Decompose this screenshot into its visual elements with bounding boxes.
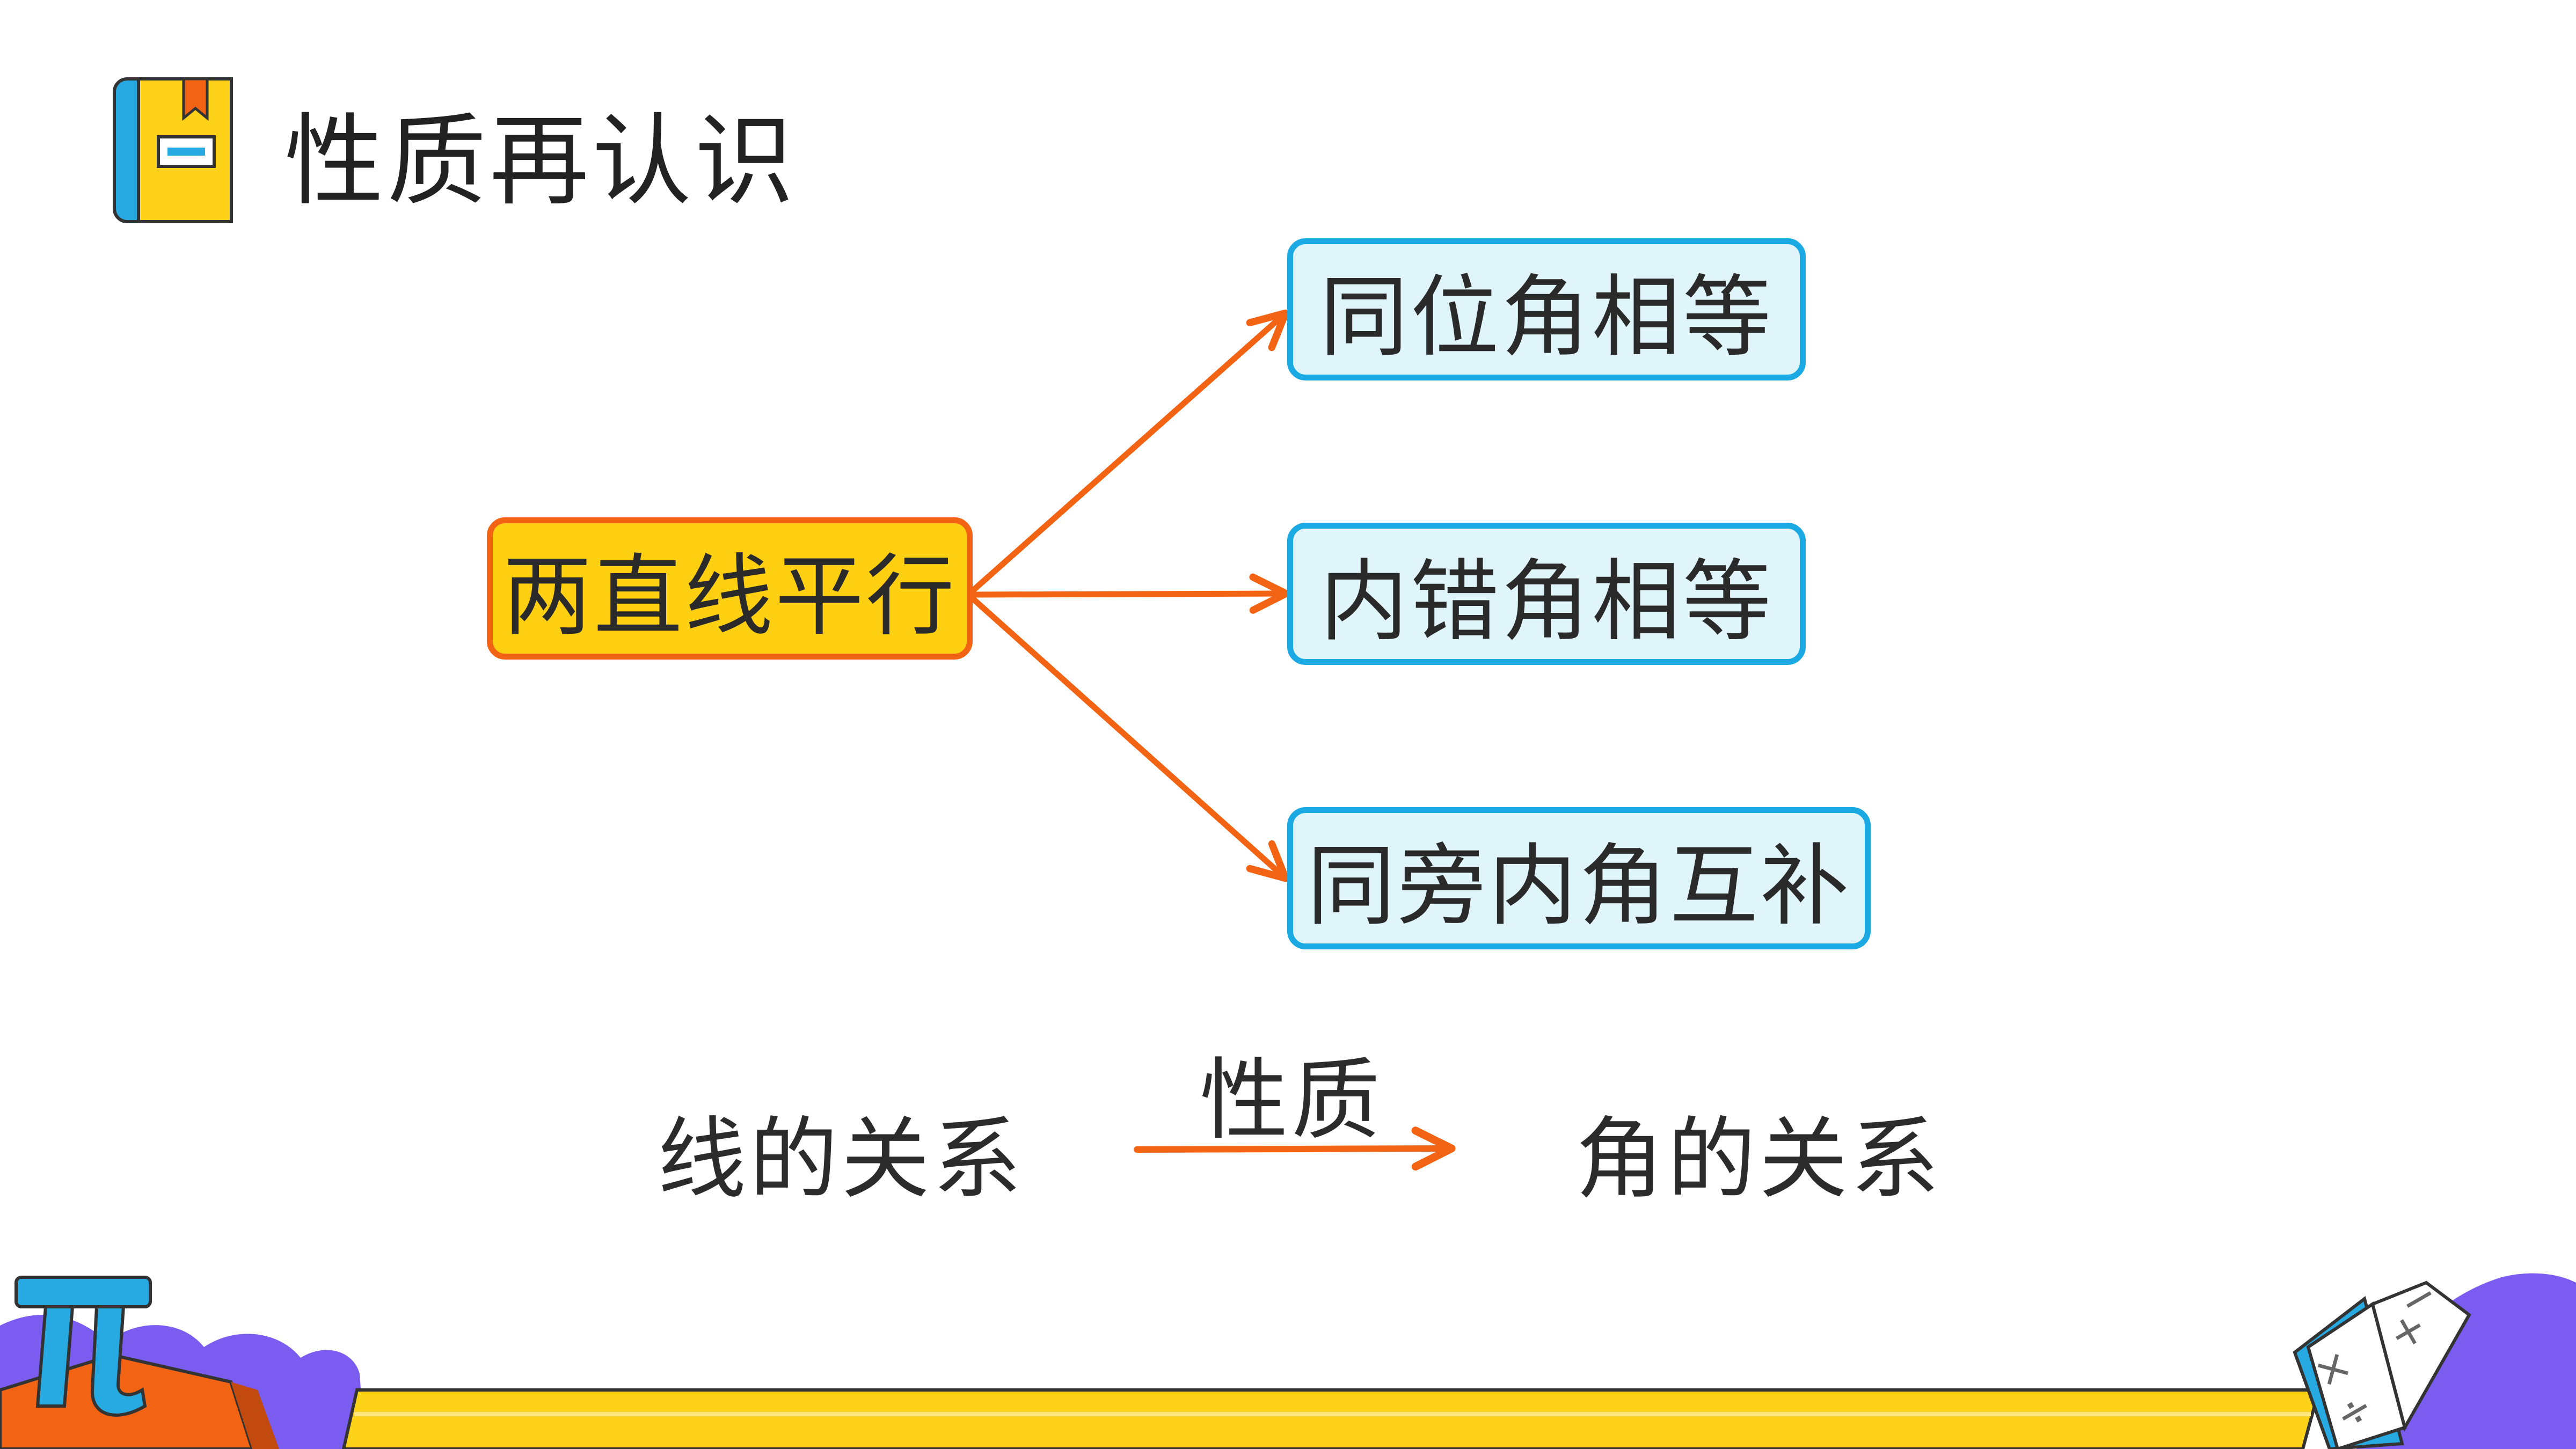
property-label: 性质 xyxy=(1200,1049,1383,1152)
result-label-1: 同位角相等 xyxy=(1319,266,1774,369)
open-book-icon: × ÷ + − xyxy=(2293,1268,2471,1449)
page-title: 性质再认识 xyxy=(284,103,797,219)
cause-label: 两直线平行 xyxy=(503,545,957,648)
property-arrow xyxy=(1134,1126,1456,1171)
cause-box: 两直线平行 xyxy=(487,517,973,660)
result-box-1: 同位角相等 xyxy=(1287,238,1806,380)
result-box-3: 同旁内角互补 xyxy=(1287,807,1871,949)
arrow-to-result-1 xyxy=(971,309,1289,592)
footer-decoration xyxy=(0,1273,2576,1449)
result-label-2: 内错角相等 xyxy=(1319,550,1774,653)
arrow-to-result-3 xyxy=(971,597,1289,882)
pi-icon xyxy=(14,1276,152,1417)
result-label-3: 同旁内角互补 xyxy=(1307,835,1851,938)
angle-relation-text: 角的关系 xyxy=(1575,1108,1943,1211)
arrow-to-result-2 xyxy=(971,573,1290,614)
result-box-2: 内错角相等 xyxy=(1287,523,1806,665)
book-icon xyxy=(113,77,233,223)
line-relation-text: 线的关系 xyxy=(658,1108,1025,1211)
